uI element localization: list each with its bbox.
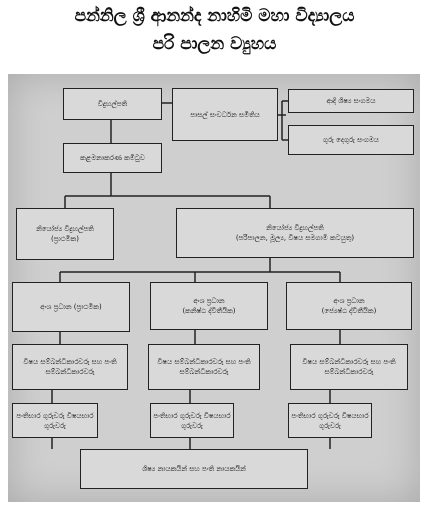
teachers-primary-box: පංතිභාර ගුරුවරු විෂයභාර ගුරුවරු xyxy=(12,403,98,438)
section-head-junior-secondary-box: අංශ ප්‍රධාන (කනිෂ්ඨ ද්විතීයික) xyxy=(150,282,268,330)
teachers-junior-secondary-box: පංතිභාර ගුරුවරු විෂයභාර ගුරුවරු xyxy=(150,403,234,438)
coordinators-senior-secondary-box: විෂය සම්බන්ධීකාරවරු සහ පංති සම්බන්ධීකාරව… xyxy=(290,344,408,390)
deputy-principal-primary-line2: (ප්‍රාථමික) xyxy=(51,235,79,243)
management-committee-label: කළමනාකරණ කමිටුව xyxy=(80,154,145,162)
past-pupils-association-label: ආදි ශිෂ්‍ය සංගමය xyxy=(326,97,376,105)
deputy-principal-admin-line2: (පරිපාලන, මූල්‍ය, විෂය සමගාමී කටයුතු) xyxy=(235,234,355,242)
student-leaders-label: ශිෂ්‍ය නායකයින් සහ පංති නායකයින් xyxy=(142,465,246,473)
section-head-senior-secondary-line1: අංශ ප්‍රධාන xyxy=(333,297,365,305)
deputy-principal-admin-line1: නියෝජ්‍ය විදුහල්පති xyxy=(266,224,324,232)
teachers-senior-secondary-label: පංතිභාර ගුරුවරු විෂයභාර ගුරුවරු xyxy=(291,411,369,430)
section-head-junior-secondary-line1: අංශ ප්‍රධාන xyxy=(193,297,225,305)
section-head-primary-line1: අංශ ප්‍රධාන (ප්‍රාථමික) xyxy=(40,303,102,311)
section-head-senior-secondary-line2: (ජ්‍යෙෂ්ඨ ද්විතීයික) xyxy=(321,307,377,315)
coordinators-senior-secondary-label: විෂය සම්බන්ධීකාරවරු සහ පංති සම්බන්ධීකාරව… xyxy=(302,358,396,376)
teachers-senior-secondary-box: පංතිභාර ගුරුවරු විෂයභාර ගුරුවරු xyxy=(288,403,372,438)
deputy-principal-primary-box: නියෝජ්‍ය විදුහල්පති (ප්‍රාථමික) xyxy=(16,208,114,260)
page-subtitle: පරි පාලන ව්‍යුහය xyxy=(152,34,277,54)
page-title: පන්නිල ශ්‍රී ආනන්ද නාහිමි මහා විද්‍යාලය xyxy=(74,6,355,26)
principal-box: විදුහල්පති xyxy=(63,88,162,120)
coordinators-primary-box: විෂය සම්බන්ධීකාරවරු සහ පංති සම්බන්ධීකාරව… xyxy=(12,344,128,390)
management-committee-box: කළමනාකරණ කමිටුව xyxy=(63,143,162,173)
student-leaders-box: ශිෂ්‍ය නායකයින් සහ පංති නායකයින් xyxy=(80,449,308,489)
deputy-principal-admin-box: නියෝජ්‍ය විදුහල්පති (පරිපාලන, මූල්‍ය, වි… xyxy=(176,208,414,258)
school-development-committee-box: පාසල් සංවර්ධන සමිතිය xyxy=(172,88,278,141)
deputy-principal-primary-line1: නියෝජ්‍ය විදුහල්පති xyxy=(36,225,94,233)
section-head-primary-box: අංශ ප්‍රධාන (ප්‍රාථමික) xyxy=(12,282,130,332)
section-head-senior-secondary-box: අංශ ප්‍රධාන (ජ්‍යෙෂ්ඨ ද්විතීයික) xyxy=(286,282,412,330)
coordinators-primary-label: විෂය සම්බන්ධීකාරවරු සහ පංති සම්බන්ධීකාරව… xyxy=(23,358,117,376)
school-development-committee-label: පාසල් සංවර්ධන සමිතිය xyxy=(190,110,260,119)
coordinators-junior-secondary-box: විෂය සම්බන්ධීකාරවරු සහ පංති සම්බන්ධීකාරව… xyxy=(148,344,260,390)
coordinators-junior-secondary-label: විෂය සම්බන්ධීකාරවරු සහ පංති සම්බන්ධීකාරව… xyxy=(157,358,251,376)
past-pupils-association-box: ආදි ශිෂ්‍ය සංගමය xyxy=(288,89,414,113)
teachers-junior-secondary-label: පංතිභාර ගුරුවරු විෂයභාර ගුරුවරු xyxy=(153,411,231,430)
teacher-parent-association-label: ගුරු දෙගුරු සංගමය xyxy=(323,136,379,144)
section-head-junior-secondary-line2: (කනිෂ්ඨ ද්විතීයික) xyxy=(182,307,236,315)
teachers-primary-label: පංතිභාර ගුරුවරු විෂයභාර ගුරුවරු xyxy=(16,411,94,430)
teacher-parent-association-box: ගුරු දෙගුරු සංගමය xyxy=(288,125,414,155)
principal-label: විදුහල්පති xyxy=(97,100,128,108)
